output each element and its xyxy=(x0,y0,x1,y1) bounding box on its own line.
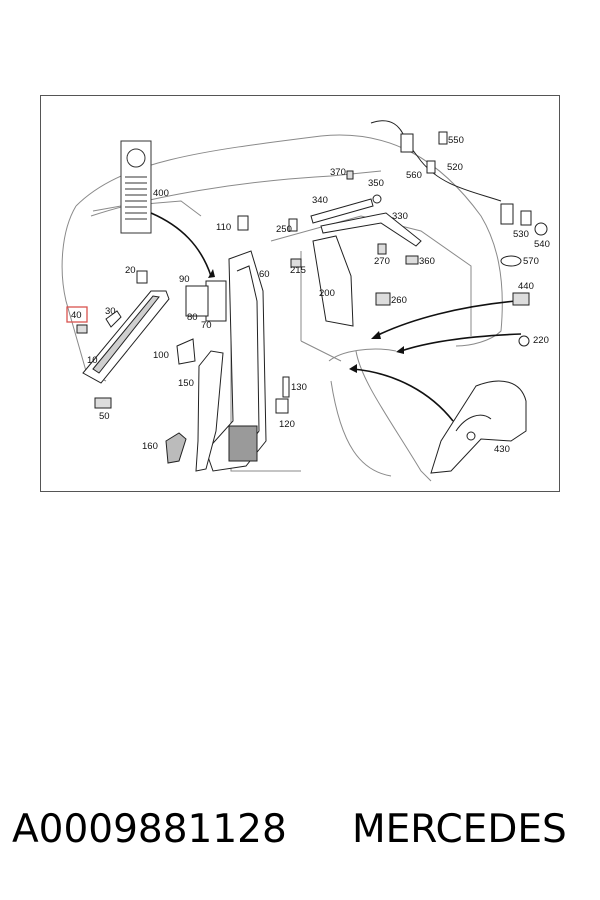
callout-530: 530 xyxy=(513,229,529,240)
callout-550: 550 xyxy=(448,135,464,146)
brand-caption: MERCEDES xyxy=(352,807,567,852)
callout-130: 130 xyxy=(291,382,307,393)
callout-330: 330 xyxy=(392,211,408,222)
callout-40-highlight xyxy=(66,306,88,323)
callout-110: 110 xyxy=(216,222,231,233)
callout-400: 400 xyxy=(153,188,169,199)
callout-220: 220 xyxy=(533,335,549,346)
callout-560: 560 xyxy=(406,170,422,181)
wheel-arch-trim xyxy=(430,380,527,474)
pointer-arrows xyxy=(150,212,522,422)
callout-60: 60 xyxy=(259,269,270,280)
arrow-heads xyxy=(208,269,404,373)
callout-90: 90 xyxy=(179,274,190,285)
callout-labels: 10 20 30 40 50 60 70 80 90 100 110 120 1… xyxy=(71,135,550,455)
callout-270: 270 xyxy=(374,256,390,267)
callout-215: 215 xyxy=(290,265,306,276)
callout-520: 520 xyxy=(447,162,463,173)
callout-20: 20 xyxy=(125,265,136,276)
rear-trim-panels xyxy=(290,170,422,327)
callout-200: 200 xyxy=(319,288,335,299)
callout-40: 40 xyxy=(71,310,82,321)
callout-160: 160 xyxy=(142,441,158,452)
parts-diagram-frame: 10 20 30 40 50 60 70 80 90 100 110 120 1… xyxy=(40,95,560,492)
callout-360: 360 xyxy=(419,256,435,267)
callout-250: 250 xyxy=(276,224,292,235)
small-clips xyxy=(76,270,148,409)
a-pillar-trim xyxy=(82,290,170,384)
callout-570: 570 xyxy=(523,256,539,267)
lower-trims xyxy=(165,338,224,472)
callout-70: 70 xyxy=(201,320,212,331)
callout-10: 10 xyxy=(87,355,98,366)
callout-30: 30 xyxy=(105,306,116,317)
callout-80: 80 xyxy=(187,312,198,323)
callout-260: 260 xyxy=(391,295,407,306)
callout-340: 340 xyxy=(312,195,328,206)
part-number-caption: A0009881128 xyxy=(12,807,287,852)
callout-440: 440 xyxy=(518,281,534,292)
callout-540: 540 xyxy=(534,239,550,250)
rear-cable-assembly xyxy=(370,120,548,347)
b-pillar-trim xyxy=(185,215,267,472)
callout-430: 430 xyxy=(494,444,510,455)
callout-100: 100 xyxy=(153,350,169,361)
callout-150: 150 xyxy=(178,378,194,389)
parts-diagram: 10 20 30 40 50 60 70 80 90 100 110 120 1… xyxy=(61,120,550,482)
callout-370: 370 xyxy=(330,167,346,178)
label-document-icon xyxy=(120,140,152,234)
callout-120: 120 xyxy=(279,419,295,430)
callout-350: 350 xyxy=(368,178,384,189)
small-parts-center xyxy=(275,218,298,414)
callout-50: 50 xyxy=(99,411,110,422)
